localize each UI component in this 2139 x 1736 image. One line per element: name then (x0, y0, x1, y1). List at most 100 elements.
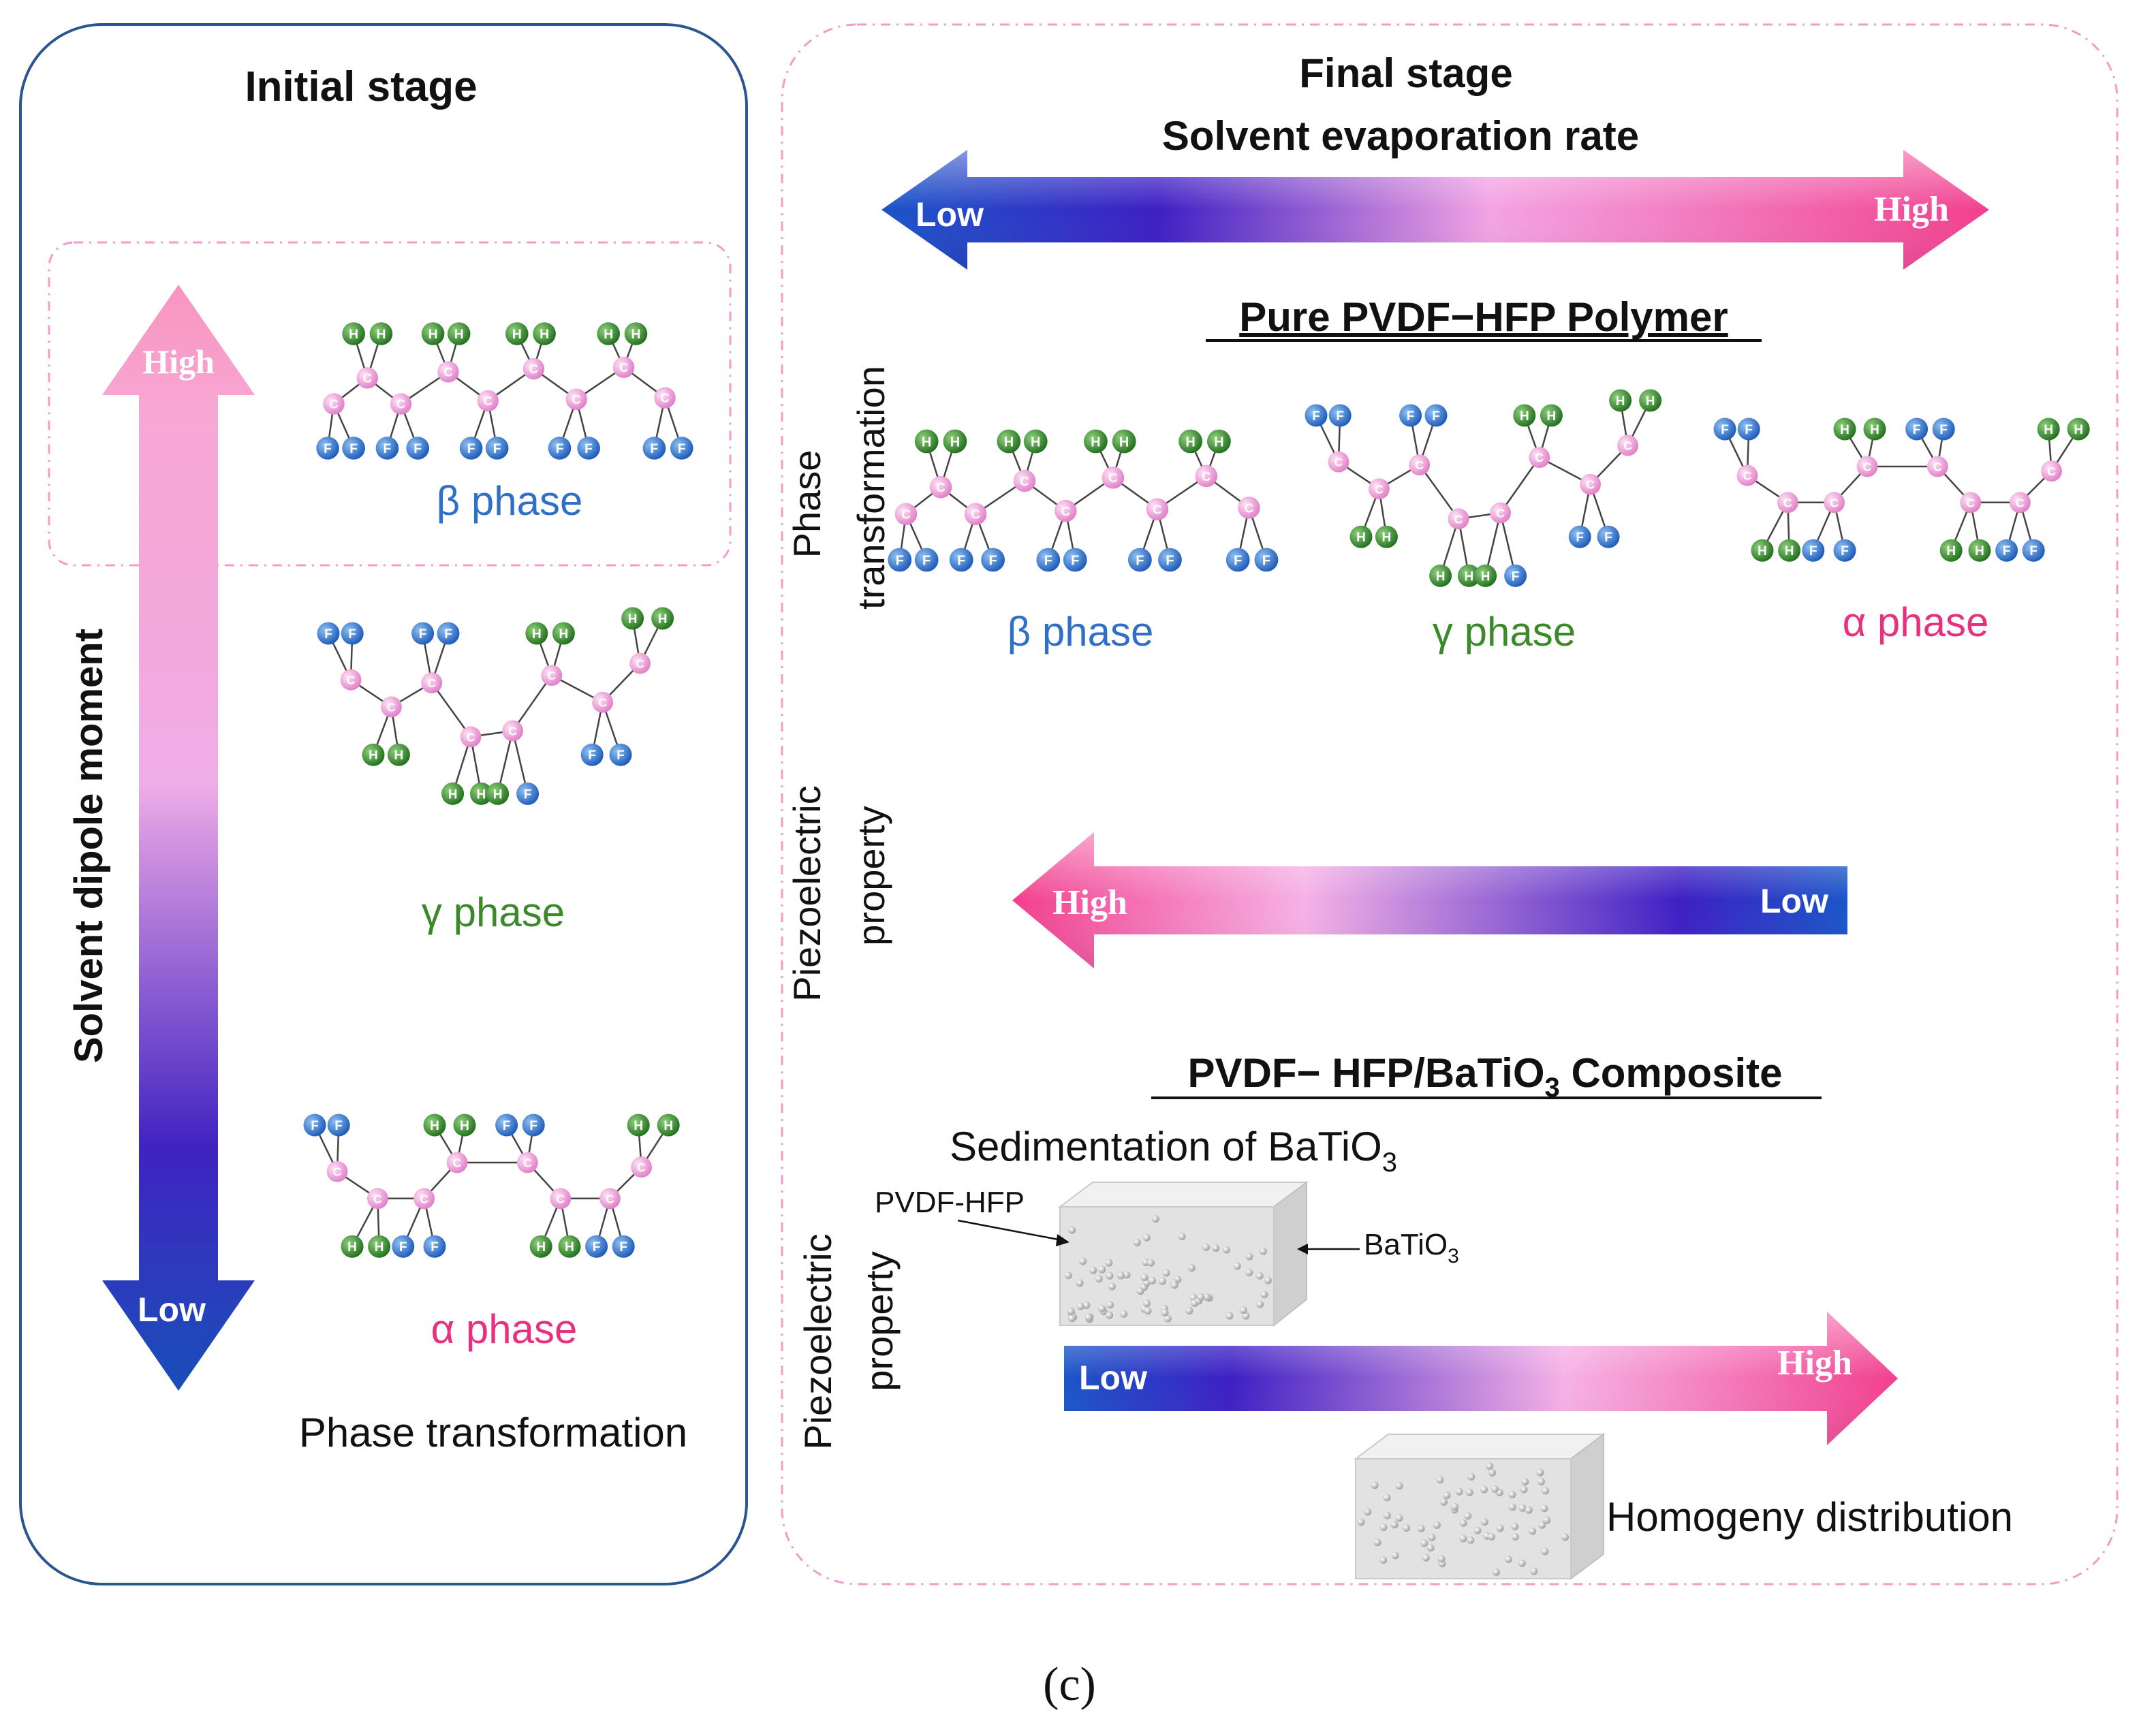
hydrogen-atom: H (1457, 564, 1480, 587)
evaporation-arrow-low-label: Low (916, 195, 984, 234)
fluorine-atom: F (375, 437, 399, 460)
hydrogen-atom-label: H (1785, 544, 1794, 558)
hydrogen-atom-label: H (369, 748, 378, 763)
hydrogen-atom: H (533, 322, 556, 345)
hydrogen-atom: H (525, 622, 548, 645)
carbon-atom: C (522, 358, 545, 380)
sedimentation-box (1058, 1181, 1309, 1327)
batio3-particle (1187, 1264, 1196, 1272)
dipole-arrow-low-label: Low (138, 1291, 206, 1329)
carbon-atom: C (612, 356, 635, 378)
fluorine-atom-label: F (1939, 423, 1948, 437)
batio3-particle (1245, 1252, 1253, 1261)
batio3-particle (1428, 1533, 1436, 1541)
fluorine-atom: F (642, 437, 666, 460)
hydrogen-atom: H (505, 322, 529, 345)
batio3-particle (1067, 1307, 1075, 1315)
hydrogen-atom-label: H (376, 328, 386, 342)
hydrogen-atom: H (369, 322, 393, 345)
piezo-axis-2-line1: Piezoelectric (796, 1233, 839, 1449)
carbon-atom-label: C (1375, 482, 1384, 496)
pvdf-hfp-callout-label: PVDF-HFP (875, 1186, 1025, 1219)
hydrogen-atom: H (1639, 389, 1662, 412)
batio3-particle (1496, 1524, 1504, 1532)
batio3-particle (1521, 1478, 1529, 1486)
hydrogen-atom: H (1474, 564, 1497, 587)
batio3-particle (1508, 1503, 1516, 1511)
fluorine-atom-label: F (556, 442, 564, 456)
carbon-atom-label: C (971, 507, 980, 522)
hydrogen-atom: H (1429, 564, 1452, 587)
carbon-atom: C (1013, 469, 1036, 492)
fluorine-atom: F (1568, 525, 1591, 548)
hydrogen-atom: H (552, 622, 575, 645)
fluorine-atom-label: F (588, 748, 596, 763)
carbon-atom-label: C (523, 1156, 532, 1169)
beta-phase-label-left: β phase (437, 478, 583, 524)
fluorine-atom-label: F (334, 1119, 343, 1133)
carbon-atom-label: C (420, 1192, 428, 1205)
hydrogen-atom-label: H (512, 328, 522, 342)
carbon-atom-label: C (347, 674, 356, 687)
hydrogen-atom-label: H (448, 787, 458, 802)
hydrogen-atom: H (342, 322, 365, 345)
alpha-phase-label-left: α phase (431, 1306, 578, 1352)
batio3-particle (1245, 1268, 1253, 1276)
fluorine-atom-label: F (2003, 544, 2011, 558)
hydrogen-atom-label: H (1214, 435, 1223, 449)
fluorine-atom: F (1802, 539, 1825, 562)
batio3-particle (1178, 1233, 1186, 1241)
fluorine-atom: F (548, 437, 572, 460)
fluorine-atom: F (1905, 417, 1929, 441)
fluorine-atom-label: F (584, 442, 593, 456)
fluorine-atom-label: F (1604, 531, 1612, 545)
fluorine-atom: F (914, 548, 939, 572)
carbon-atom: C (390, 393, 412, 415)
batio3-particle (1536, 1468, 1544, 1477)
carbon-atom: C (541, 665, 563, 686)
carbon-atom: C (1328, 451, 1349, 473)
hydrogen-atom-label: H (1119, 435, 1129, 449)
batio3-particle (1465, 1488, 1473, 1496)
carbon-atom: C (517, 1152, 538, 1173)
batio3-particle (1203, 1293, 1211, 1301)
batio3-particle (1480, 1518, 1488, 1526)
batio3-particle (1239, 1306, 1247, 1314)
fluorine-atom: F (580, 743, 604, 766)
batio3-particle (1518, 1559, 1526, 1567)
figure-caption: (c) (1043, 1658, 1096, 1711)
dipole-moment-arrow: High Low (102, 285, 255, 1391)
batio3-particle (1379, 1556, 1388, 1564)
hydrogen-atom-label: H (658, 612, 668, 627)
carbon-atom: C (599, 1188, 621, 1210)
fluorine-atom-label: F (444, 627, 452, 642)
batio3-callout-arrowhead (1297, 1244, 1308, 1254)
batio3-particle (1525, 1506, 1533, 1514)
fluorine-atom-label: F (384, 442, 392, 456)
fluorine-atom-label: F (1044, 553, 1052, 568)
hydrogen-atom: H (1178, 429, 1202, 454)
hydrogen-atom-label: H (1975, 544, 1984, 558)
beta-phase-label-right: β phase (1008, 609, 1154, 654)
batio3-particle (1540, 1504, 1548, 1513)
batio3-particle (1170, 1281, 1178, 1289)
evaporation-rate-arrow: Low High (881, 150, 1989, 270)
final-stage-title: Final stage (1299, 50, 1512, 96)
hydrogen-atom: H (657, 1114, 680, 1137)
batio3-particle (1480, 1485, 1488, 1494)
batio3-particle (1439, 1498, 1448, 1506)
fluorine-atom-label: F (349, 442, 358, 456)
carbon-atom: C (356, 367, 378, 389)
hydrogen-atom-label: H (559, 627, 569, 642)
batio3-particle (1451, 1502, 1459, 1511)
carbon-atom-label: C (556, 1192, 565, 1205)
batio3-particle (1443, 1492, 1451, 1500)
carbon-atom-label: C (373, 1192, 382, 1205)
batio3-particle (1212, 1244, 1220, 1252)
piezo-arrow-composite: Low High (1064, 1312, 1898, 1445)
carbon-atom: C (323, 393, 345, 415)
hydrogen-atom: H (387, 743, 410, 766)
hydrogen-atom-label: H (375, 1240, 384, 1254)
solvent-dipole-moment-label: Solvent dipole moment (67, 629, 111, 1063)
batio3-particle (1108, 1282, 1116, 1291)
